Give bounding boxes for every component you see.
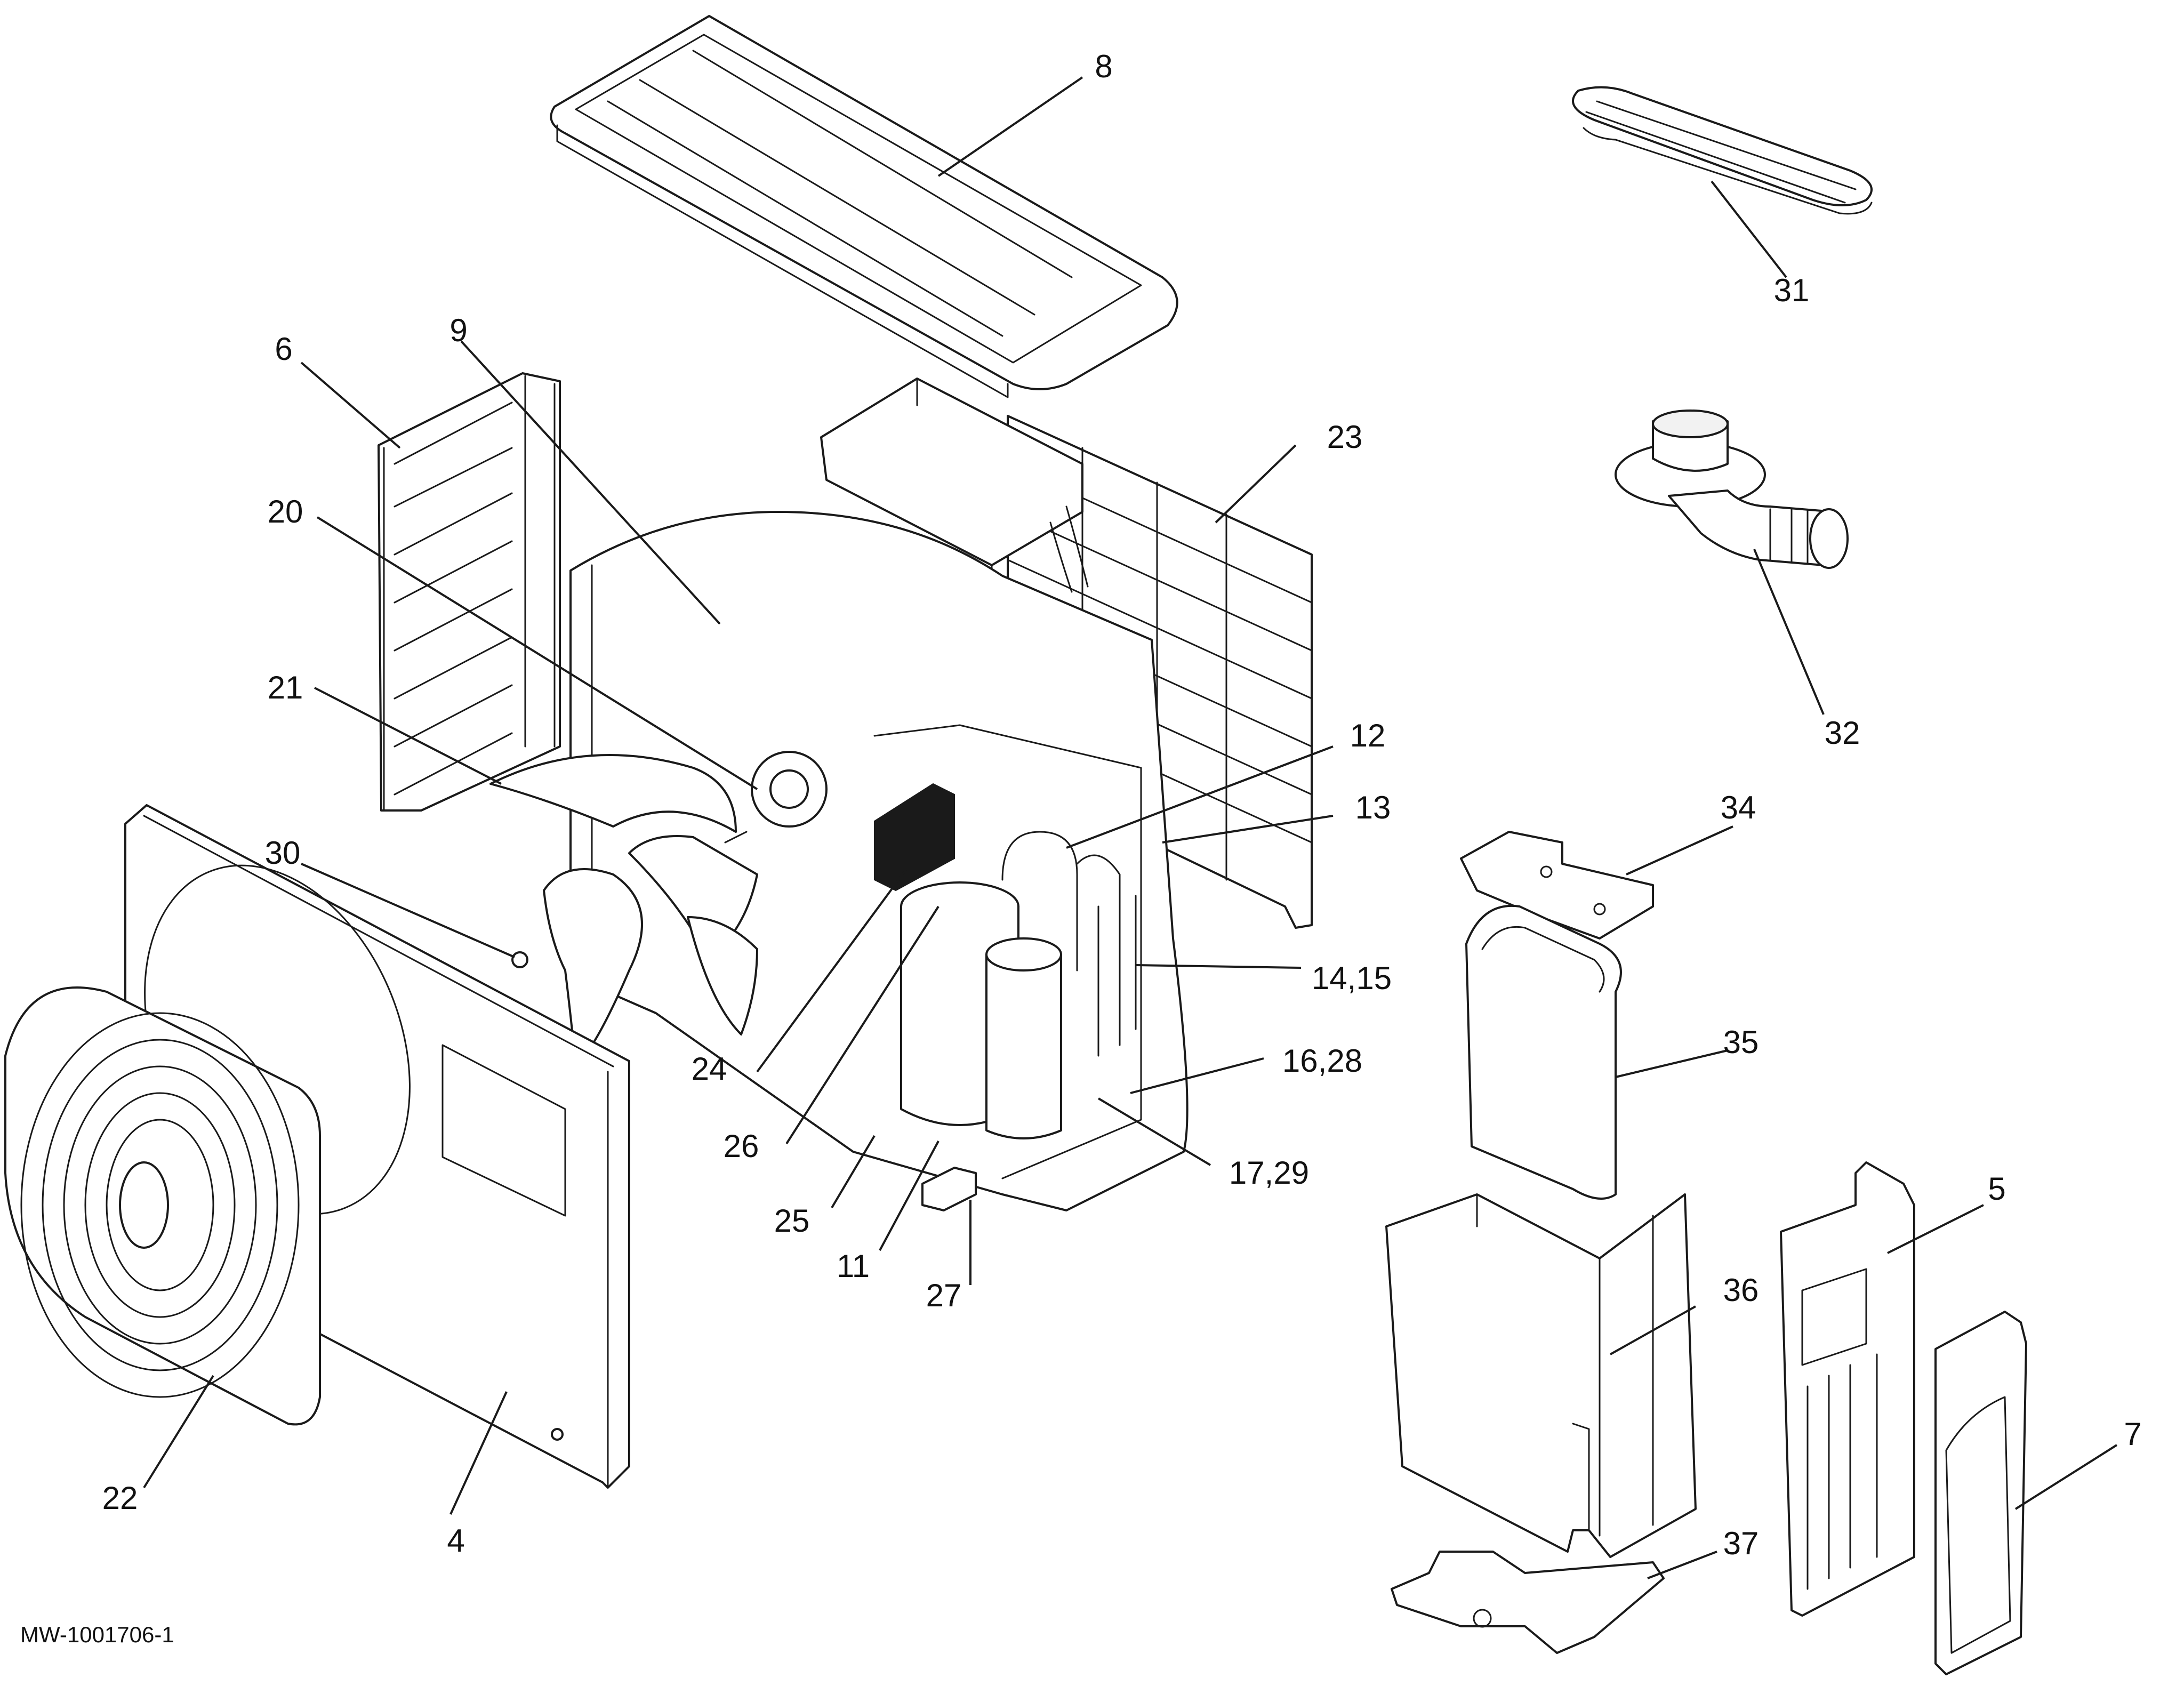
leader-32 [1753,549,1825,715]
callout-9: 9 [449,312,467,348]
leader-36 [1610,1305,1696,1355]
leader-8 [937,76,1083,177]
callout-37: 37 [1723,1526,1759,1561]
part-control-box [820,378,1089,593]
part-compressor-cover [1385,1193,1697,1558]
part-screw [511,951,528,968]
callout-34: 34 [1721,790,1756,825]
callout-26: 26 [724,1128,759,1164]
callout-12: 12 [1350,718,1386,753]
callout-23: 23 [1327,419,1363,455]
callout-labels: 8 31 9 6 23 20 21 32 12 13 34 30 14,15 3… [102,49,2142,1561]
callout-1628: 16,28 [1282,1043,1362,1079]
leader-30 [301,863,515,958]
part-compressor-assembly [900,831,1137,1139]
callout-5: 5 [1988,1171,2005,1207]
part-right-side-panel [1780,1161,1915,1617]
callout-22: 22 [102,1480,138,1516]
part-left-side-grille [378,372,561,812]
callout-8: 8 [1095,49,1112,84]
part-compressor-jacket [1465,904,1622,1200]
part-drain-elbow [1615,410,1849,569]
leader-25 [831,1135,876,1209]
leader-1415 [1135,964,1302,969]
part-base-foot [921,1167,977,1211]
drawing-reference: MW-1001706-1 [20,1622,174,1647]
part-fan-propeller [489,754,758,1067]
callout-1729: 17,29 [1229,1155,1309,1191]
callout-31: 31 [1774,272,1810,308]
leader-31 [1711,180,1787,278]
callout-30: 30 [265,835,301,871]
part-fan-guard [4,986,321,1426]
leader-5 [1887,1204,1984,1254]
leader-21 [314,687,502,785]
callout-13: 13 [1355,790,1391,825]
leader-7 [2014,1444,2118,1510]
leader-9 [460,340,721,625]
part-heat-sink [874,783,955,892]
callout-21: 21 [268,670,303,705]
callout-1415: 14,15 [1312,960,1392,996]
callout-35: 35 [1723,1024,1759,1060]
part-fan-motor [724,751,828,844]
callout-24: 24 [692,1051,727,1087]
leader-6 [300,362,401,449]
leader-22 [143,1375,214,1489]
callout-20: 20 [268,494,303,529]
leader-34 [1626,825,1733,876]
callout-27: 27 [926,1278,962,1313]
part-base-insulation-plate [1391,1551,1665,1654]
part-top-cover [550,15,1178,398]
leader-35 [1615,1049,1728,1078]
callout-6: 6 [275,331,292,367]
part-side-cover [1934,1311,2027,1675]
leader-24 [756,868,908,1073]
leader-23 [1215,444,1297,524]
callout-7: 7 [2124,1416,2141,1452]
callout-36: 36 [1723,1272,1759,1308]
leader-1729 [1097,1097,1211,1166]
leader-12 [1066,745,1334,849]
part-oval-cap [1572,86,1873,215]
leader-lines [143,76,2118,1579]
leader-4 [449,1391,508,1515]
callout-32: 32 [1825,715,1860,751]
callout-25: 25 [774,1203,810,1239]
part-top-insulation-plate [1460,831,1654,940]
leader-13 [1162,815,1334,844]
leader-11 [879,1141,940,1251]
leader-37 [1647,1551,1717,1579]
leader-20 [316,516,758,790]
leader-1628 [1130,1057,1264,1094]
leader-26 [785,905,940,1145]
callout-4: 4 [447,1523,464,1559]
callout-11: 11 [837,1248,870,1284]
